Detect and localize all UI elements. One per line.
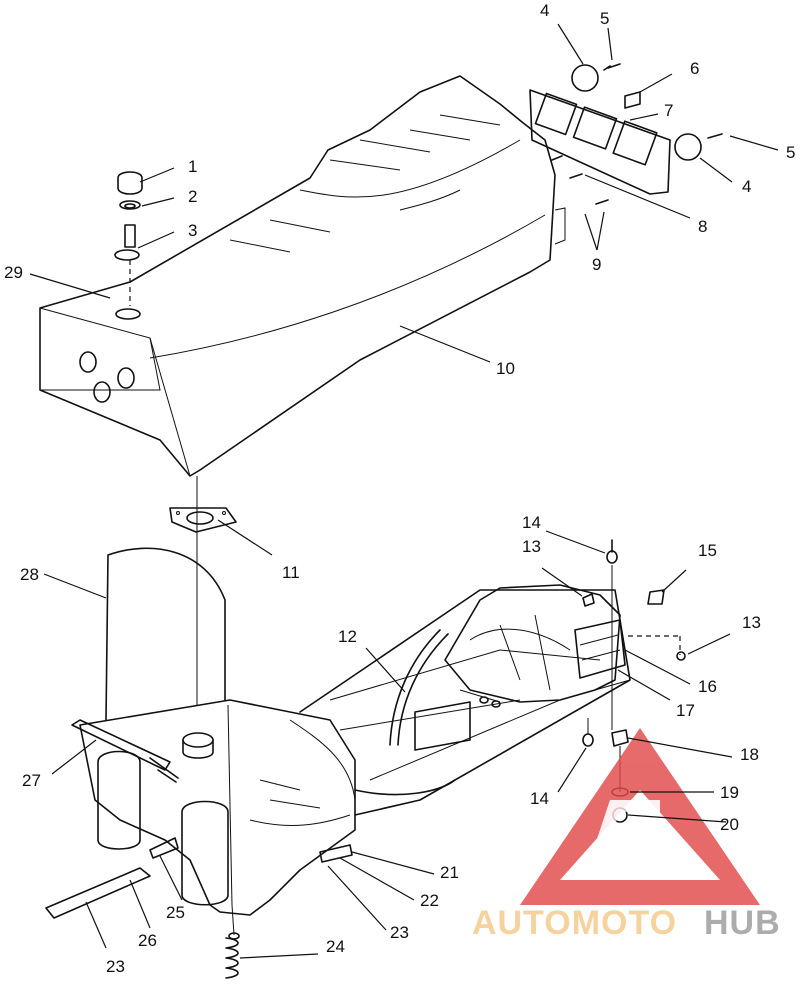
callout-25: 25 <box>166 903 185 922</box>
callout-4-top: 4 <box>540 1 549 20</box>
callout-13-left: 13 <box>522 537 541 556</box>
callout-11: 11 <box>282 563 300 582</box>
callout-26: 26 <box>138 931 157 950</box>
callout-7: 7 <box>664 101 673 120</box>
callout-27: 27 <box>22 771 41 790</box>
callout-19: 19 <box>720 783 739 802</box>
leader-lines <box>29 23 779 959</box>
callouts: 1 2 3 4 5 6 7 5 4 8 9 10 29 11 12 14 13 … <box>4 1 795 976</box>
callout-13-right: 13 <box>742 613 761 632</box>
triangle-logo-icon <box>520 728 760 905</box>
seat <box>39 75 566 477</box>
callout-18: 18 <box>740 745 759 764</box>
callout-12: 12 <box>338 627 357 646</box>
fuel-tank <box>45 547 356 979</box>
callout-3: 3 <box>188 221 197 240</box>
watermark-word-b: HUB <box>704 904 781 942</box>
callout-14-bottom: 14 <box>530 789 549 808</box>
callout-9: 9 <box>592 255 601 274</box>
taillight-bracket <box>529 63 723 205</box>
callout-24: 24 <box>326 937 345 956</box>
callout-28: 28 <box>20 565 39 584</box>
callout-8: 8 <box>698 217 707 236</box>
callout-10: 10 <box>496 359 515 378</box>
watermark-word-a: AUTOMOTO <box>472 904 677 942</box>
callout-14-top: 14 <box>522 513 541 532</box>
callout-29: 29 <box>4 263 23 282</box>
callout-23-right: 23 <box>390 923 409 942</box>
callout-6: 6 <box>690 59 699 78</box>
automotohub-watermark: AUTOMOTO HUB <box>472 728 781 942</box>
callout-23-left: 23 <box>106 957 125 976</box>
callout-2: 2 <box>188 187 197 206</box>
callout-1: 1 <box>188 157 197 176</box>
callout-17: 17 <box>676 701 695 720</box>
callout-15: 15 <box>698 541 717 560</box>
callout-22: 22 <box>420 891 439 910</box>
callout-5-right: 5 <box>786 143 795 162</box>
callout-16: 16 <box>698 677 717 696</box>
callout-4-right: 4 <box>742 177 751 196</box>
gasket <box>169 507 237 533</box>
chassis <box>299 589 631 816</box>
fuel-cap-stack <box>114 171 143 306</box>
callout-21: 21 <box>440 863 459 882</box>
battery-box <box>444 584 681 703</box>
callout-5-top: 5 <box>600 9 609 28</box>
callout-20: 20 <box>720 815 739 834</box>
